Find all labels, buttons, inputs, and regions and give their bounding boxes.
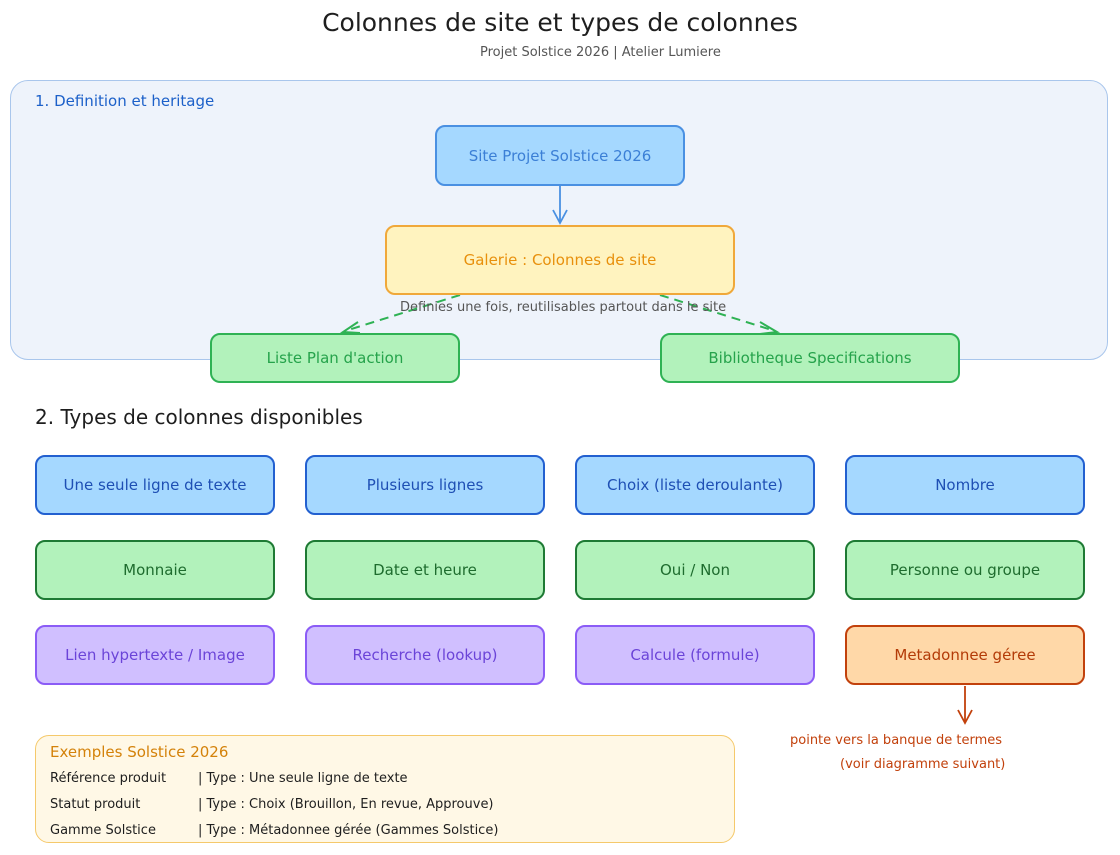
example-row: Référence produit | Type : Une seule lign…: [50, 771, 408, 786]
type-box: Nombre: [845, 455, 1085, 515]
metadata-note-line1: pointe vers la banque de termes: [790, 733, 1003, 748]
section-1-label: 1. Definition et heritage: [35, 92, 215, 110]
type-box: Recherche (lookup): [305, 625, 545, 685]
example-row: Gamme Solstice | Type : Métadonnee gérée …: [50, 823, 498, 838]
library-node: Bibliotheque Specifications: [660, 333, 960, 383]
example-name: Statut produit: [50, 797, 141, 812]
type-box: Calcule (formule): [575, 625, 815, 685]
type-box: Date et heure: [305, 540, 545, 600]
site-node: Site Projet Solstice 2026: [435, 125, 685, 186]
metadata-note-line2: (voir diagramme suivant): [840, 757, 1006, 772]
gallery-to-list-arrow: [344, 294, 461, 332]
page-subtitle: Projet Solstice 2026 | Atelier Lumiere: [480, 45, 721, 60]
inherit-note: Definies une fois, reutilisables partout…: [400, 300, 727, 315]
page-title: Colonnes de site et types de colonnes: [322, 8, 798, 37]
section-2-label: 2. Types de colonnes disponibles: [35, 405, 363, 429]
metadata-type-box: Metadonnee géree: [845, 625, 1085, 685]
type-box: Une seule ligne de texte: [35, 455, 275, 515]
gallery-node: Galerie : Colonnes de site: [385, 225, 735, 295]
list-node: Liste Plan d'action: [210, 333, 460, 383]
example-type: | Type : Choix (Brouillon, En revue, App…: [198, 797, 494, 812]
example-name: Gamme Solstice: [50, 823, 156, 838]
type-box: Monnaie: [35, 540, 275, 600]
type-box: Lien hypertexte / Image: [35, 625, 275, 685]
example-row: Statut produit | Type : Choix (Brouillon,…: [50, 797, 494, 812]
type-box: Oui / Non: [575, 540, 815, 600]
type-box: Choix (liste deroulante): [575, 455, 815, 515]
examples-title: Exemples Solstice 2026: [50, 743, 229, 761]
example-type: | Type : Une seule ligne de texte: [198, 771, 408, 786]
site-to-gallery-arrowhead: [552, 209, 568, 225]
example-name: Référence produit: [50, 771, 167, 786]
gallery-to-list-arrowhead: [339, 321, 361, 334]
metadata-to-note-arrowhead: [957, 709, 973, 725]
examples-panel: [35, 735, 735, 843]
gallery-to-library-arrow: [659, 294, 776, 332]
type-box: Plusieurs lignes: [305, 455, 545, 515]
type-box: Personne ou groupe: [845, 540, 1085, 600]
example-type: | Type : Métadonnee gérée (Gammes Solsti…: [198, 823, 499, 838]
